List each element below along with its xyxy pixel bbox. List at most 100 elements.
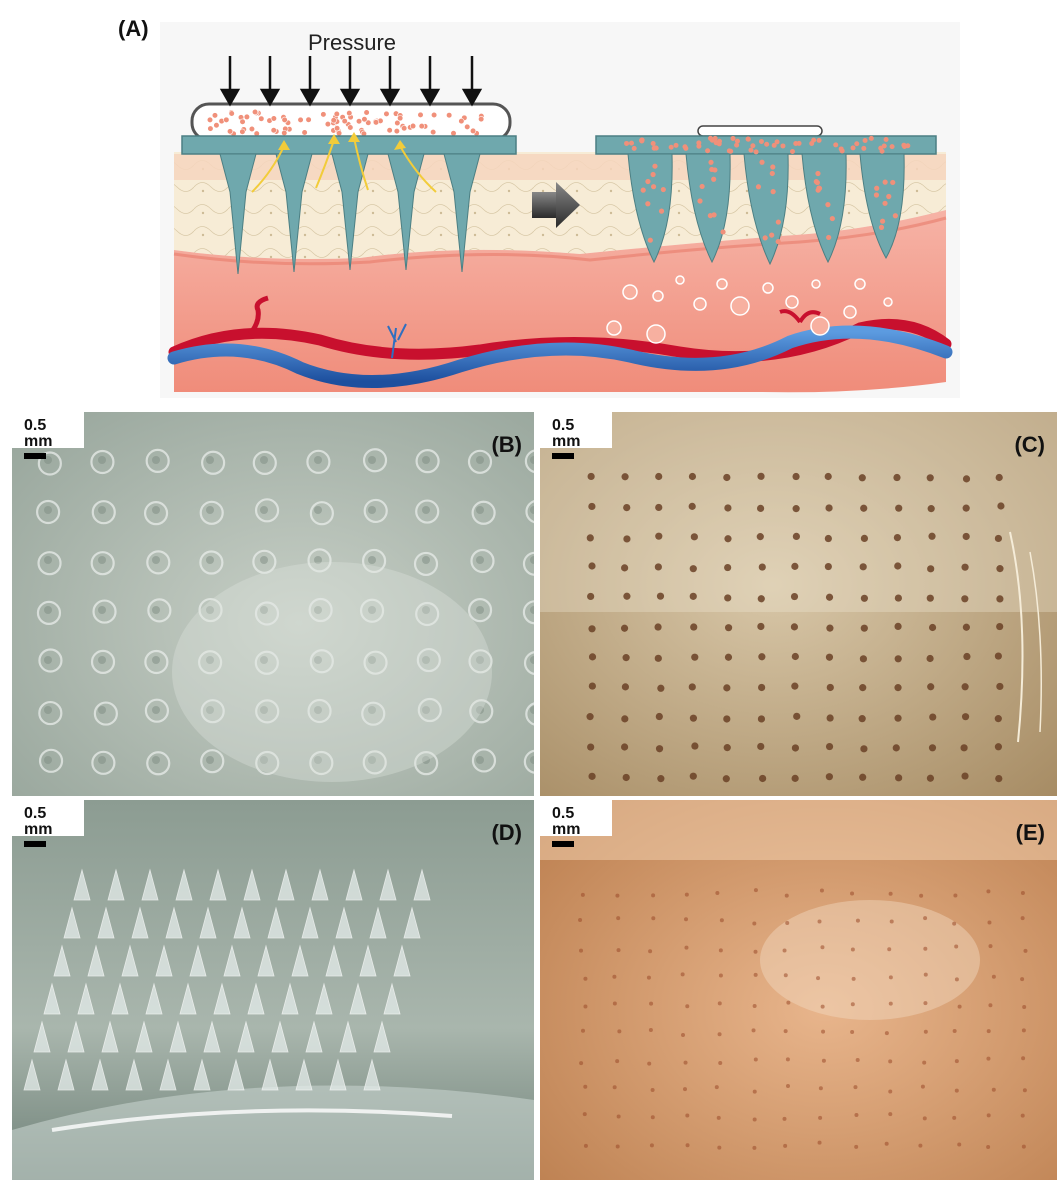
skin-mark: [783, 1144, 787, 1148]
skin-mark: [583, 1112, 587, 1116]
dye-spot: [791, 623, 798, 630]
skin-mark: [647, 1062, 651, 1066]
dye-spot: [621, 743, 628, 750]
drug-particle: [395, 120, 401, 126]
dye-spot: [825, 535, 832, 542]
dye-spot: [621, 564, 628, 571]
drug-particle: [214, 122, 220, 128]
drug-particle: [746, 137, 751, 142]
skin-mark: [853, 1085, 857, 1089]
drug-particle: [624, 141, 629, 146]
drug-particle: [282, 117, 288, 123]
skin-mark: [752, 1028, 756, 1032]
pressure-label: Pressure: [308, 30, 396, 55]
skin-mark: [648, 949, 652, 953]
dye-spot: [895, 594, 902, 601]
skin-mark: [921, 1085, 925, 1089]
skin-mark: [583, 977, 587, 981]
skin-mark: [786, 1057, 790, 1061]
drug-particle: [669, 145, 674, 150]
dye-spot: [825, 473, 832, 480]
drug-particle: [697, 198, 702, 203]
skin-mark: [816, 976, 820, 980]
drug-particle: [446, 112, 452, 118]
skin-mark: [919, 894, 923, 898]
dye-spot: [759, 563, 766, 570]
drug-particle: [874, 192, 879, 197]
scale-bar-e: 0.5 mm: [540, 800, 612, 836]
drug-particle: [696, 144, 701, 149]
drug-particle: [651, 141, 656, 146]
skin-mark: [924, 973, 928, 977]
dye-spot: [757, 743, 764, 750]
skin-mark: [615, 894, 619, 898]
skin-mark: [579, 949, 583, 953]
skin-mark: [651, 893, 655, 897]
skin-mark: [685, 1004, 689, 1008]
dye-spot: [757, 505, 764, 512]
skin-mark: [818, 1116, 822, 1120]
dye-spot: [657, 593, 664, 600]
drug-particle: [659, 209, 664, 214]
drug-particle: [882, 201, 887, 206]
skin-mark: [1021, 916, 1025, 920]
skin-mark: [1021, 1056, 1025, 1060]
skin-mark: [958, 1005, 962, 1009]
skin-mark: [786, 1084, 790, 1088]
dye-spot: [860, 745, 867, 752]
dye-spot: [995, 743, 1002, 750]
skin-mark: [753, 1090, 757, 1094]
dye-spot: [588, 473, 595, 480]
dye-spot: [588, 562, 595, 569]
drug-particle: [874, 186, 879, 191]
skin-mark: [649, 1002, 653, 1006]
drug-particle: [645, 179, 650, 184]
dye-spot: [621, 625, 628, 632]
drug-particle: [653, 145, 658, 150]
skin-mark: [651, 916, 655, 920]
skin-mark: [888, 1059, 892, 1063]
drug-particle: [362, 116, 368, 122]
dye-spot: [621, 715, 628, 722]
dye-spot: [859, 774, 866, 781]
skin-mark: [854, 1145, 858, 1149]
drug-particle: [727, 148, 732, 153]
drug-particle: [224, 117, 230, 123]
skin-mark: [1020, 977, 1024, 981]
drug-particle: [840, 148, 845, 153]
drug-particle: [769, 232, 774, 237]
drug-particle: [863, 138, 868, 143]
drug-particle: [861, 146, 866, 151]
dye-spot: [927, 775, 934, 782]
dye-spot: [827, 684, 834, 691]
micrograph-d: 0.5 mm (D): [12, 800, 534, 1180]
drug-particle: [776, 239, 781, 244]
skin-mark: [887, 947, 891, 951]
drug-particle: [325, 121, 331, 127]
skin-mark: [851, 947, 855, 951]
dye-spot: [757, 623, 764, 630]
dye-spot: [759, 775, 766, 782]
drug-particle: [271, 127, 277, 133]
drug-particle: [410, 123, 416, 129]
scale-line: [24, 841, 46, 847]
skin-mark: [617, 948, 621, 952]
skin-mark: [924, 1030, 928, 1034]
drug-particle: [364, 110, 370, 116]
drug-particle: [212, 113, 218, 119]
skin-mark: [1022, 1145, 1026, 1149]
drug-particle: [708, 160, 713, 165]
skin-mark: [617, 1114, 621, 1118]
skin-mark: [821, 1030, 825, 1034]
skin-mark: [651, 1088, 655, 1092]
dye-spot: [723, 775, 730, 782]
skin-mark: [720, 918, 724, 922]
dye-spot: [859, 684, 866, 691]
skin-mark: [1022, 1005, 1026, 1009]
dye-spot: [623, 593, 630, 600]
dye-spot: [861, 595, 868, 602]
dye-spot: [860, 563, 867, 570]
dye-spot: [757, 473, 764, 480]
skin-mark: [952, 922, 956, 926]
skin-mark: [954, 945, 958, 949]
